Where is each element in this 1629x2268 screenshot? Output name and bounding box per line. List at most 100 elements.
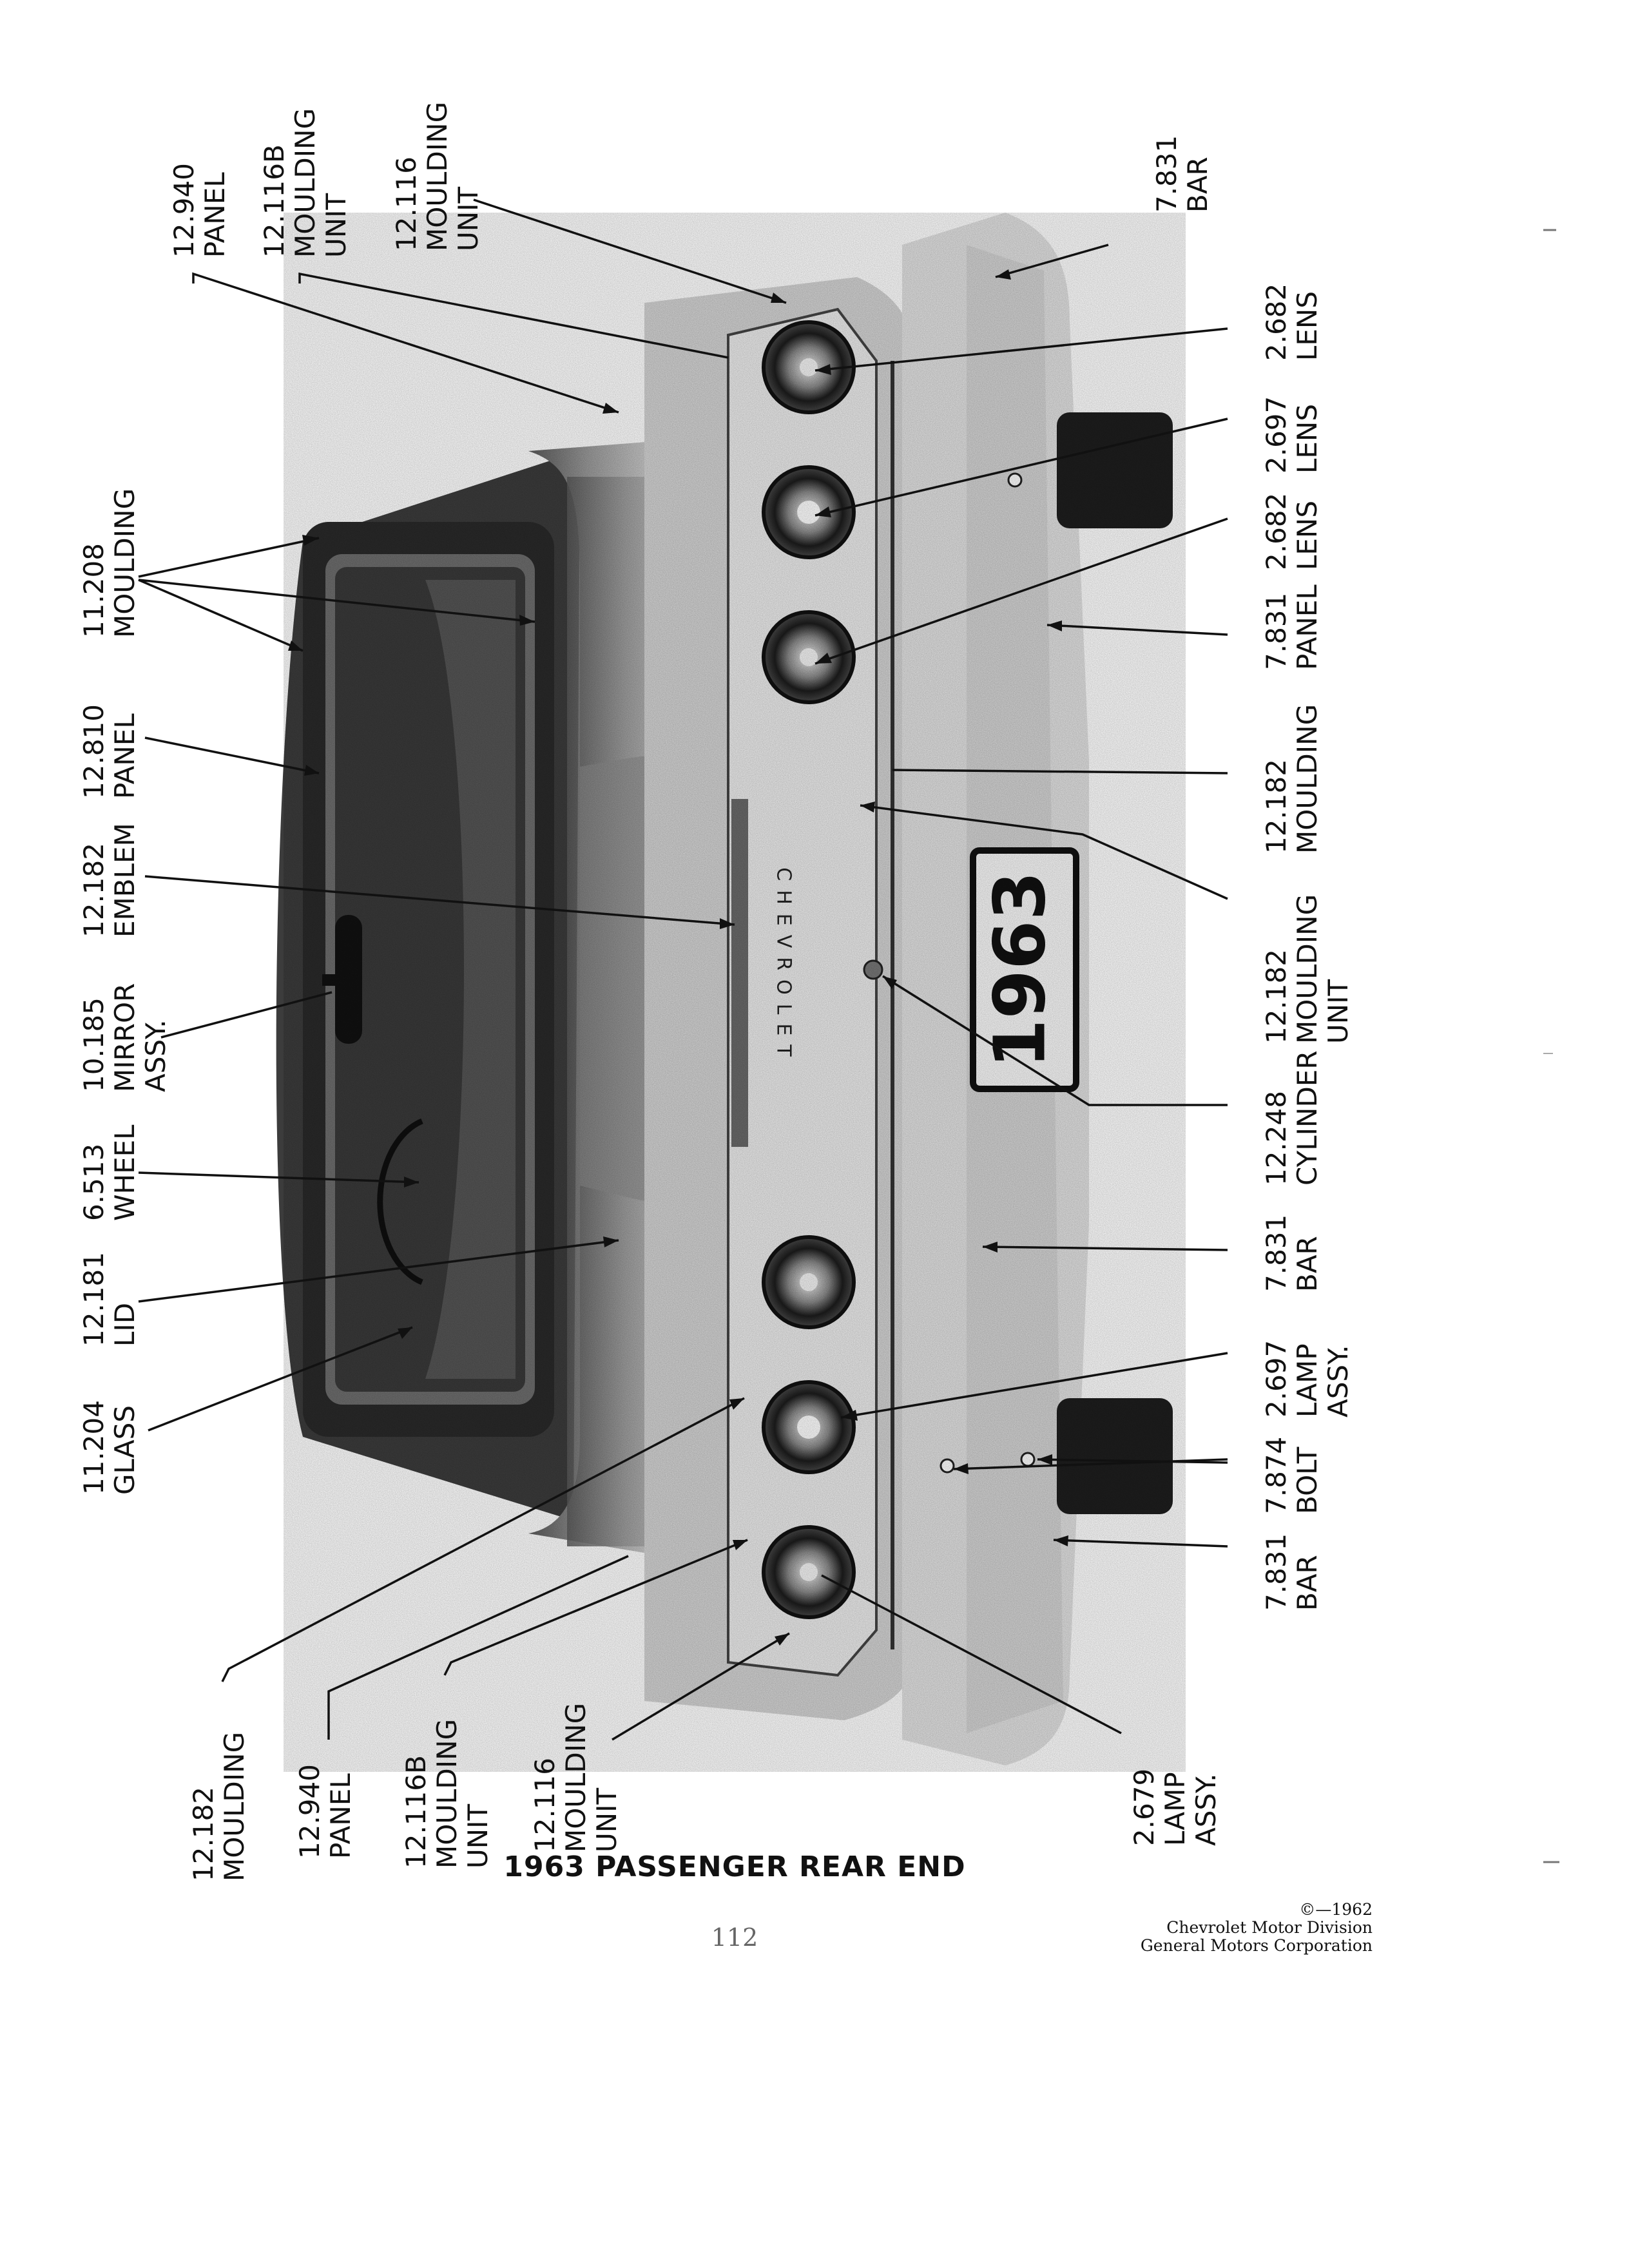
svg-text:UNIT: UNIT bbox=[1322, 979, 1354, 1044]
svg-text:PANEL: PANEL bbox=[325, 1773, 356, 1859]
svg-text:PANEL: PANEL bbox=[109, 713, 140, 799]
svg-text:LENS: LENS bbox=[1291, 291, 1323, 361]
svg-text:7.831: 7.831 bbox=[1260, 1533, 1292, 1611]
svg-text:MOULDING: MOULDING bbox=[1291, 894, 1323, 1044]
callout-12-116b-moulding-unit-bottom: 12.116B MOULDING UNIT bbox=[400, 1719, 494, 1869]
callout-6-513-wheel: 6.513 WHEEL bbox=[78, 1124, 140, 1221]
callout-12-940-panel-top: 12.940 PANEL bbox=[168, 163, 231, 258]
callout-12-182-moulding-bottom: 12.182 MOULDING bbox=[188, 1732, 250, 1881]
svg-text:UNIT: UNIT bbox=[591, 1787, 622, 1852]
svg-text:UNIT: UNIT bbox=[452, 186, 484, 251]
callout-12-182-emblem: 12.182 EMBLEM bbox=[78, 823, 140, 937]
callout-12-181-lid: 12.181 LID bbox=[78, 1252, 140, 1347]
svg-text:11.208: 11.208 bbox=[78, 543, 110, 638]
callout-2-679-lamp-assy: 2.679 LAMP ASSY. bbox=[1128, 1769, 1222, 1846]
svg-text:2.682: 2.682 bbox=[1260, 493, 1292, 570]
callout-12-116b-moulding-unit-top: 12.116B MOULDING UNIT bbox=[258, 108, 352, 258]
svg-text:2.697: 2.697 bbox=[1260, 396, 1292, 474]
svg-text:EMBLEM: EMBLEM bbox=[109, 823, 140, 937]
callout-7-874-bolt: 7.874 BOLT bbox=[1260, 1437, 1323, 1514]
svg-text:MOULDING: MOULDING bbox=[289, 108, 321, 258]
callout-7-831-bar-3: 7.831 BAR bbox=[1260, 1533, 1323, 1611]
car-rear-photo: 1963 CHEVROLET bbox=[276, 213, 1186, 1772]
svg-text:LAMP: LAMP bbox=[1291, 1343, 1323, 1418]
scan-marks bbox=[1543, 229, 1559, 1863]
callout-12-182-moulding-unit-right: 12.182 MOULDING UNIT bbox=[1260, 894, 1354, 1044]
callout-12-248-cylinder: 12.248 CYLINDER bbox=[1260, 1050, 1323, 1186]
svg-text:12.116: 12.116 bbox=[529, 1758, 561, 1852]
svg-text:7.831: 7.831 bbox=[1260, 1215, 1292, 1292]
callout-2-697-lens: 2.697 LENS bbox=[1260, 396, 1323, 474]
svg-text:BAR: BAR bbox=[1182, 157, 1213, 213]
svg-text:BOLT: BOLT bbox=[1291, 1446, 1323, 1514]
svg-text:CYLINDER: CYLINDER bbox=[1291, 1050, 1323, 1186]
svg-text:12.182: 12.182 bbox=[1260, 759, 1292, 854]
svg-text:MOULDING: MOULDING bbox=[560, 1703, 592, 1852]
svg-text:MOULDING: MOULDING bbox=[421, 102, 453, 251]
svg-text:LENS: LENS bbox=[1291, 501, 1323, 570]
callout-2-682-lens-1: 2.682 LENS bbox=[1260, 284, 1323, 361]
callout-12-116-moulding-unit-bottom: 12.116 MOULDING UNIT bbox=[529, 1703, 622, 1852]
callout-11-204-glass: 11.204 GLASS bbox=[78, 1400, 140, 1495]
svg-text:MOULDING: MOULDING bbox=[109, 488, 140, 638]
svg-text:LENS: LENS bbox=[1291, 404, 1323, 474]
credit-line-1: Chevrolet Motor Division bbox=[1166, 1918, 1373, 1937]
svg-text:ASSY.: ASSY. bbox=[140, 1019, 171, 1092]
svg-text:LID: LID bbox=[109, 1303, 140, 1347]
svg-text:LAMP: LAMP bbox=[1159, 1772, 1191, 1846]
svg-text:2.682: 2.682 bbox=[1260, 284, 1292, 361]
svg-text:WHEEL: WHEEL bbox=[109, 1124, 140, 1221]
svg-text:10.185: 10.185 bbox=[78, 997, 110, 1092]
svg-text:12.940: 12.940 bbox=[294, 1764, 325, 1859]
copyright-year: ©—1962 bbox=[1299, 1900, 1373, 1919]
svg-text:12.116B: 12.116B bbox=[400, 1755, 432, 1869]
copyright-notice: ©—1962 Chevrolet Motor Division General … bbox=[1057, 1901, 1373, 1955]
svg-text:12.940: 12.940 bbox=[168, 163, 200, 258]
callout-12-116-moulding-unit-top: 12.116 MOULDING UNIT bbox=[390, 102, 484, 251]
callout-7-831-panel: 7.831 PANEL bbox=[1260, 584, 1323, 670]
credit-line-2: General Motors Corporation bbox=[1140, 1936, 1373, 1955]
part-callouts: 12.940 PANEL 12.116B MOULDING UNIT 12.11… bbox=[78, 102, 1354, 1881]
svg-text:MIRROR: MIRROR bbox=[109, 983, 140, 1092]
svg-text:GLASS: GLASS bbox=[109, 1405, 140, 1495]
svg-text:6.513: 6.513 bbox=[78, 1144, 110, 1221]
svg-text:MOULDING: MOULDING bbox=[1291, 704, 1323, 854]
svg-text:7.831: 7.831 bbox=[1151, 135, 1182, 213]
svg-text:12.182: 12.182 bbox=[78, 843, 110, 937]
callout-2-682-lens-2: 2.682 LENS bbox=[1260, 493, 1323, 570]
svg-text:UNIT: UNIT bbox=[320, 193, 352, 258]
svg-text:12.248: 12.248 bbox=[1260, 1091, 1292, 1186]
svg-text:7.831: 7.831 bbox=[1260, 593, 1292, 670]
svg-text:12.810: 12.810 bbox=[78, 704, 110, 799]
svg-text:12.116: 12.116 bbox=[390, 157, 422, 251]
svg-text:UNIT: UNIT bbox=[462, 1803, 494, 1869]
callout-2-697-lamp-assy: 2.697 LAMP ASSY. bbox=[1260, 1340, 1354, 1418]
callout-7-831-bar-2: 7.831 BAR bbox=[1260, 1215, 1323, 1292]
callout-7-831-bar-1: 7.831 BAR bbox=[1151, 135, 1213, 213]
svg-text:PANEL: PANEL bbox=[199, 172, 231, 258]
svg-text:ASSY.: ASSY. bbox=[1190, 1773, 1222, 1846]
svg-text:MOULDING: MOULDING bbox=[431, 1719, 463, 1869]
svg-text:BAR: BAR bbox=[1291, 1555, 1323, 1611]
svg-text:MOULDING: MOULDING bbox=[218, 1732, 250, 1881]
svg-text:12.182: 12.182 bbox=[1260, 949, 1292, 1044]
callout-10-185-mirror-assy: 10.185 MIRROR ASSY. bbox=[78, 983, 171, 1092]
svg-text:2.697: 2.697 bbox=[1260, 1340, 1292, 1418]
callout-12-940-panel-bottom: 12.940 PANEL bbox=[294, 1764, 356, 1859]
svg-text:12.182: 12.182 bbox=[188, 1787, 219, 1881]
svg-text:12.116B: 12.116B bbox=[258, 144, 290, 258]
leader-lines bbox=[138, 198, 1228, 1741]
callout-12-810-panel: 12.810 PANEL bbox=[78, 704, 140, 799]
svg-text:2.679: 2.679 bbox=[1128, 1769, 1160, 1846]
callout-11-208-moulding: 11.208 MOULDING bbox=[78, 488, 140, 638]
figure-caption: 1963 PASSENGER REAR END bbox=[503, 1850, 966, 1883]
svg-text:ASSY.: ASSY. bbox=[1322, 1345, 1354, 1418]
svg-text:12.181: 12.181 bbox=[78, 1252, 110, 1347]
svg-text:7.874: 7.874 bbox=[1260, 1437, 1292, 1514]
svg-text:11.204: 11.204 bbox=[78, 1400, 110, 1495]
svg-text:PANEL: PANEL bbox=[1291, 584, 1323, 670]
svg-text:BAR: BAR bbox=[1291, 1236, 1323, 1292]
callout-12-182-moulding-right: 12.182 MOULDING bbox=[1260, 704, 1323, 854]
page-number: 112 bbox=[711, 1923, 758, 1952]
